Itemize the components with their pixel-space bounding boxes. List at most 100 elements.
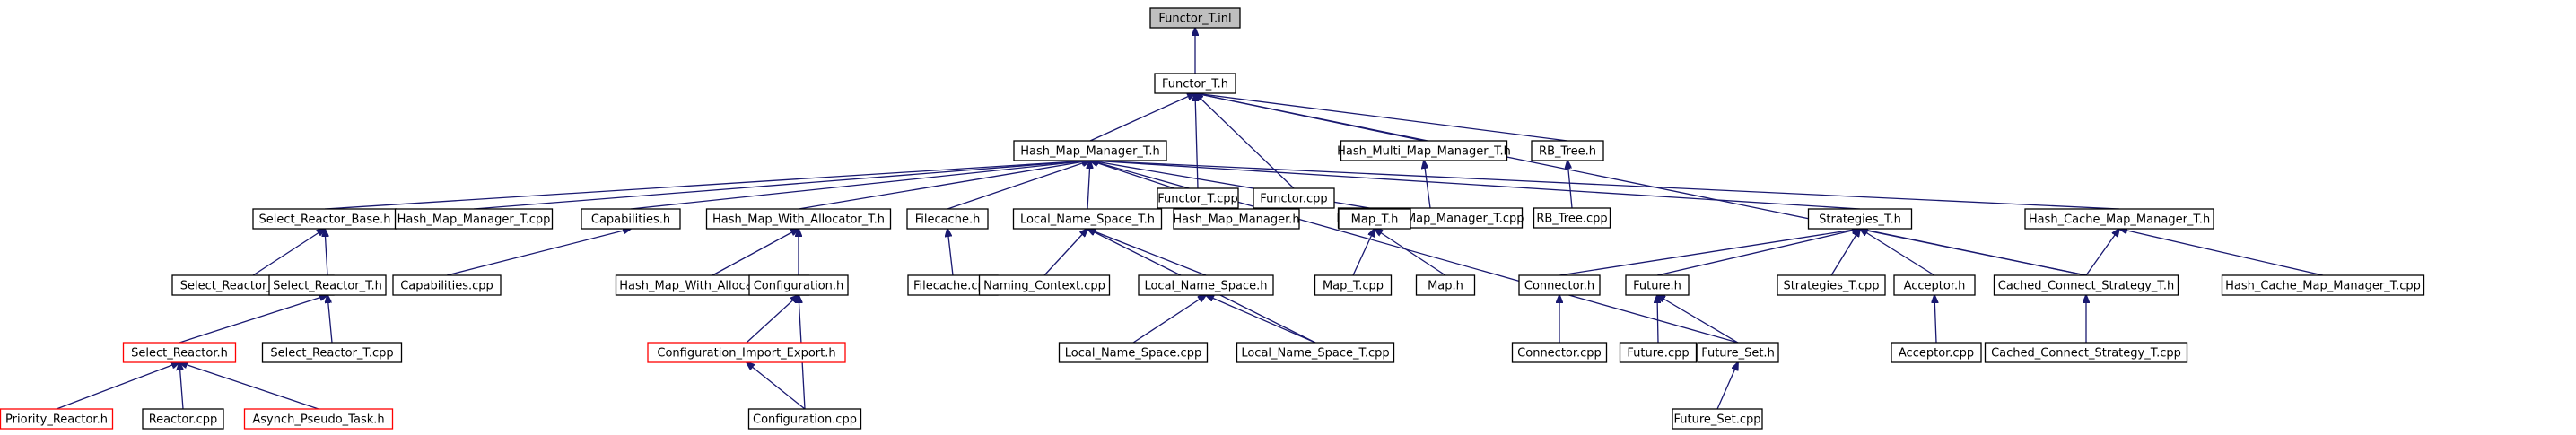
node-sr-t-cpp[interactable]: Select_Reactor_T.cpp [261, 342, 403, 363]
node-box [705, 208, 892, 230]
node-label: Hash_Map_Manager.h [1173, 213, 1299, 227]
node-label: Cached_Connect_Strategy_T.h [1998, 280, 2174, 293]
node-label: Local_Name_Space.cpp [1065, 347, 1201, 361]
node-acceptor-cpp[interactable]: Acceptor.cpp [1891, 342, 1982, 363]
node-label: Functor.cpp [1260, 193, 1327, 206]
edge-config_cpp-to-cie_h [747, 362, 806, 410]
node-hmm-t-h[interactable]: Hash_Map_Manager_T.h [1013, 140, 1167, 161]
node-box [1807, 208, 1913, 230]
node-box [1340, 140, 1508, 161]
edge-line [1567, 161, 1573, 209]
node-label: Capabilities.h [591, 213, 670, 227]
node-functor-cpp[interactable]: Functor.cpp [1253, 187, 1335, 209]
node-lns-t-cpp[interactable]: Local_Name_Space_T.cpp [1236, 342, 1395, 363]
edge-line [747, 362, 806, 410]
node-naming-ctx-cpp[interactable]: Naming_Context.cpp [978, 274, 1111, 296]
node-lns-cpp[interactable]: Local_Name_Space.cpp [1058, 342, 1209, 363]
node-label: RB_Tree.h [1539, 145, 1596, 159]
edge-line [798, 161, 1090, 210]
node-label: Configuration_Import_Export.h [657, 347, 835, 361]
node-functor-t-h[interactable]: Functor_T.h [1154, 73, 1236, 94]
node-box [1415, 274, 1476, 296]
node-reactor-cpp[interactable]: Reactor.cpp [142, 408, 224, 430]
node-sr-t-h[interactable]: Select_Reactor_T.h [268, 274, 387, 296]
node-map-t-cpp[interactable]: Map_T.cpp [1314, 274, 1393, 296]
node-apt-h[interactable]: Asynch_Pseudo_Task.h [243, 408, 394, 430]
node-cie-h[interactable]: Configuration_Import_Export.h [647, 342, 846, 363]
node-filecache-cpp[interactable]: Filecache.cpp [907, 274, 999, 296]
node-future-set-h[interactable]: Future_Set.h [1697, 342, 1779, 363]
edge-line [56, 362, 179, 410]
node-hcmm-t-h[interactable]: Hash_Cache_Map_Manager_T.h [2024, 208, 2214, 230]
node-connector-cpp[interactable]: Connector.cpp [1511, 342, 1608, 363]
node-sr-h[interactable]: Select_Reactor.h [122, 342, 237, 363]
edge-hmwa_t_h-to-hmm_t_h [798, 161, 1090, 210]
edge-line [1090, 161, 1861, 210]
node-ccs-t-h[interactable]: Cached_Connect_Strategy_T.h [1993, 274, 2179, 296]
node-box [392, 274, 502, 296]
node-label: Acceptor.cpp [1899, 347, 1974, 361]
node-ccs-t-cpp[interactable]: Cached_Connect_Strategy_T.cpp [1984, 342, 2188, 363]
node-strat-t-cpp[interactable]: Strategies_T.cpp [1777, 274, 1886, 296]
node-cap-h[interactable]: Capabilities.h [581, 208, 681, 230]
node-label: Connector.h [1524, 280, 1594, 293]
node-label: Hash_Cache_Map_Manager_T.cpp [2225, 280, 2421, 293]
node-hcmm-t-cpp[interactable]: Hash_Cache_Map_Manager_T.cpp [2221, 274, 2425, 296]
node-label: Map.h [1428, 280, 1463, 293]
node-config-cpp[interactable]: Configuration.cpp [747, 408, 862, 430]
node-hmwa-t-h[interactable]: Hash_Map_With_Allocator_T.h [705, 208, 892, 230]
node-label: Naming_Context.cpp [983, 280, 1105, 293]
node-rb-tree-cpp[interactable]: RB_Tree.cpp [1533, 207, 1611, 229]
node-strat-t-h[interactable]: Strategies_T.h [1807, 208, 1913, 230]
node-future-h[interactable]: Future.h [1625, 274, 1690, 296]
node-label: Hash_Map_Manager_T.cpp [397, 213, 551, 227]
node-label: Local_Name_Space_T.h [1020, 213, 1155, 227]
node-functor-t-cpp[interactable]: Functor_T.cpp [1157, 187, 1239, 209]
node-label: Acceptor.h [1904, 280, 1966, 293]
edge-line [1424, 161, 1431, 209]
edge-apt_h-to-sr_h [179, 362, 319, 410]
edge-connector_h-to-strat_t_h [1559, 229, 1860, 276]
node-label: Local_Name_Space.h [1144, 280, 1267, 293]
edge-future_cpp-to-future_h [1657, 295, 1658, 344]
node-functor-t-inl[interactable]: Functor_T.inl [1149, 7, 1241, 29]
node-future-set-cpp[interactable]: Future_Set.cpp [1672, 408, 1763, 430]
node-box [243, 408, 394, 430]
edge-cap_h-to-hmm_t_h [630, 161, 1090, 210]
node-box [906, 208, 989, 230]
edge-line [1090, 161, 2120, 210]
node-lns-t-h[interactable]: Local_Name_Space_T.h [1012, 208, 1163, 230]
node-box [1697, 342, 1779, 363]
node-priority-reactor-h[interactable]: Priority_Reactor.h [0, 408, 114, 430]
node-rb-tree-h[interactable]: RB_Tree.h [1531, 140, 1604, 161]
node-box [1338, 208, 1411, 230]
edge-line [2085, 229, 2119, 276]
node-hmm-h[interactable]: Hash_Map_Manager.h [1173, 208, 1300, 230]
node-srb-h[interactable]: Select_Reactor_Base.h [252, 208, 397, 230]
edge-line [1657, 295, 1658, 344]
node-box [2024, 208, 2214, 230]
node-future-cpp[interactable]: Future.cpp [1619, 342, 1698, 363]
node-hmm-t-cpp[interactable]: Hash_Map_Manager_T.cpp [394, 208, 554, 230]
edge-line [947, 229, 954, 276]
edge-functor_cpp-to-functor_t_h [1195, 93, 1295, 189]
edge-naming_ctx_cpp-to-lns_t_h [1043, 229, 1087, 276]
node-map-t-h[interactable]: Map_T.h [1338, 208, 1411, 230]
edge-line [1087, 161, 1090, 210]
node-hmmm-t-h[interactable]: Hash_Multi_Map_Manager_T.h [1337, 140, 1511, 161]
node-map-h[interactable]: Map.h [1415, 274, 1476, 296]
edge-line [1559, 229, 1860, 276]
node-cap-cpp[interactable]: Capabilities.cpp [392, 274, 502, 296]
node-label: Select_Reactor_Base.h [258, 213, 390, 227]
node-label: Reactor.cpp [149, 413, 218, 427]
edge-line [1375, 229, 1446, 276]
edge-filecache_h-to-hmm_t_h [947, 161, 1090, 210]
node-label: Future_Set.h [1701, 347, 1775, 361]
node-lns-h[interactable]: Local_Name_Space.h [1138, 274, 1274, 296]
node-box [1518, 274, 1601, 296]
node-config-h[interactable]: Configuration.h [748, 274, 849, 296]
node-connector-h[interactable]: Connector.h [1518, 274, 1601, 296]
node-filecache-h[interactable]: Filecache.h [906, 208, 989, 230]
node-acceptor-h[interactable]: Acceptor.h [1893, 274, 1976, 296]
edge-acceptor_cpp-to-acceptor_h [1934, 295, 1936, 344]
